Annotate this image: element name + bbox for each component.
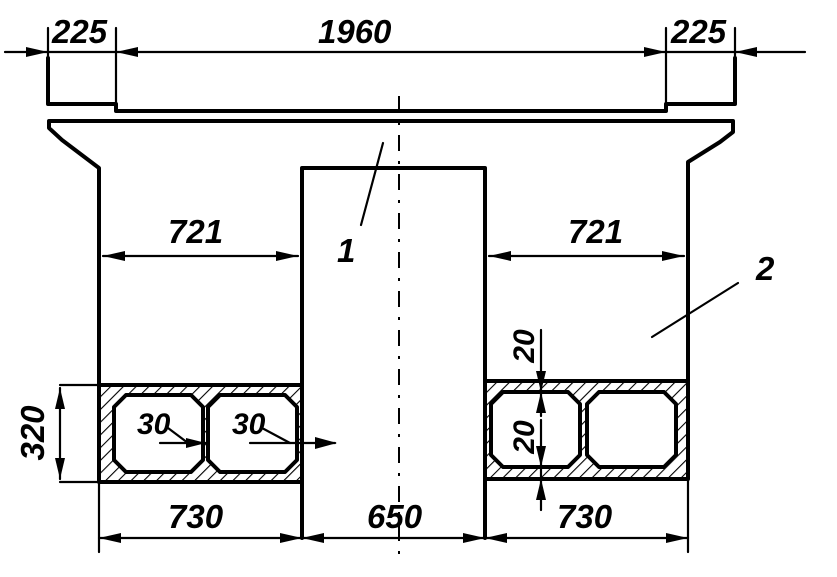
leader-line-2 bbox=[650, 281, 740, 339]
dim-top-right: 225 bbox=[670, 13, 727, 50]
dim-bottom-right: 730 bbox=[557, 498, 613, 535]
wall-thickness-arrows-right bbox=[536, 328, 546, 512]
dim-inner-right: 721 bbox=[568, 213, 623, 250]
height-dimension-line bbox=[55, 383, 101, 484]
top-slab bbox=[46, 56, 737, 113]
dim-height-left: 320 bbox=[14, 405, 51, 461]
central-column bbox=[300, 166, 487, 540]
callout-2: 2 bbox=[755, 250, 775, 287]
dim-inner-left: 721 bbox=[168, 213, 223, 250]
inner-dimension-lines bbox=[101, 251, 686, 261]
dim-top-left: 225 bbox=[51, 13, 108, 50]
dim-wall-left-1: 30 bbox=[137, 408, 171, 441]
bottom-dimension-line bbox=[97, 477, 690, 554]
dim-wall-left-2: 30 bbox=[232, 408, 266, 441]
wall-thickness-arrows-left bbox=[158, 426, 337, 449]
dim-bottom-middle: 650 bbox=[367, 498, 423, 535]
callout-1: 1 bbox=[337, 232, 355, 269]
dim-bottom-left: 730 bbox=[168, 498, 224, 535]
dim-wall-right-top: 20 bbox=[508, 329, 541, 364]
top-dimension-line bbox=[3, 26, 807, 108]
dim-top-middle: 1960 bbox=[318, 13, 392, 50]
cap-beam bbox=[47, 119, 735, 387]
left-hollow-block bbox=[97, 383, 304, 484]
dim-wall-right-bottom: 20 bbox=[508, 420, 541, 455]
leader-line-1 bbox=[359, 141, 385, 227]
